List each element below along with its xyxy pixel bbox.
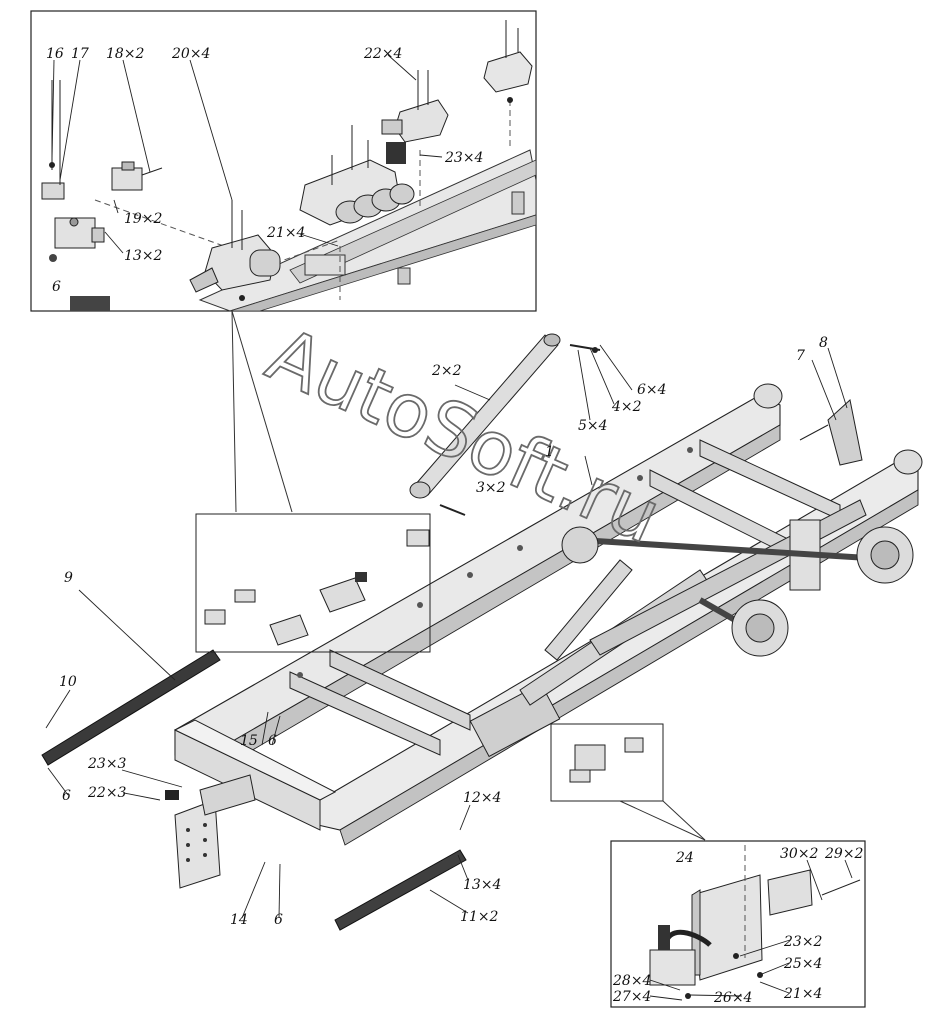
callout-10: 10 <box>59 674 77 690</box>
watermark: AutoSoft.ru <box>254 311 673 562</box>
rod-11 <box>334 849 467 931</box>
callout-8: 8 <box>819 335 828 351</box>
inset-valve-block <box>30 10 537 312</box>
callout-23x4: 23×4 <box>444 150 483 166</box>
callout-19x2: 19×2 <box>124 211 163 227</box>
callout-12x4: 12×4 <box>463 790 501 806</box>
callout-2x2: 2×2 <box>431 363 462 379</box>
callout-17: 17 <box>71 46 89 62</box>
callout-28x4: 28×4 <box>612 973 651 989</box>
callout-20x4: 20×4 <box>171 46 210 62</box>
callout-29x2: 29×2 <box>824 846 864 862</box>
callout-6-bottom: 6 <box>274 912 283 928</box>
callout-1: 1 <box>545 444 554 460</box>
callout-7: 7 <box>796 348 805 364</box>
callout-9: 9 <box>64 570 73 586</box>
callout-labels: 1 2×2 3×2 4×2 5×4 6×4 7 8 9 10 6 15 6 23… <box>59 335 828 928</box>
callout-21x4-inset: 21×4 <box>783 986 822 1002</box>
callout-30x2: 30×2 <box>780 846 819 862</box>
inset-battery-labels: 24 30×2 29×2 23×2 25×4 21×4 28×4 27×4 26… <box>612 846 864 1006</box>
callout-27x4: 27×4 <box>612 989 651 1005</box>
callout-18x2: 18×2 <box>106 46 145 62</box>
callout-3x2: 3×2 <box>476 480 506 496</box>
callout-6-inset: 6 <box>52 279 61 295</box>
callout-11x2: 11×2 <box>460 909 499 925</box>
inset-battery-box <box>610 840 866 1008</box>
callout-22x3: 22×3 <box>87 785 127 801</box>
callout-22x4: 22×4 <box>363 46 402 62</box>
callout-24: 24 <box>675 850 694 866</box>
inset-marker-valves <box>195 513 431 653</box>
callout-6-mid: 6 <box>268 733 277 749</box>
callout-23x2: 23×2 <box>783 934 823 950</box>
callout-23x3: 23×3 <box>87 756 127 772</box>
callout-6-left: 6 <box>62 788 71 804</box>
callout-15: 15 <box>240 733 258 749</box>
rod-9 <box>41 649 221 766</box>
callout-21x4: 21×4 <box>266 225 305 241</box>
callout-14: 14 <box>230 912 248 928</box>
inset-valve-labels: 16 17 18×2 20×4 22×4 23×4 21×4 19×2 13×2… <box>46 46 483 295</box>
hydraulic-cylinder <box>409 333 633 661</box>
mudflap <box>827 399 863 466</box>
callout-5x4: 5×4 <box>578 418 608 434</box>
callout-25x4: 25×4 <box>783 956 822 972</box>
callout-16: 16 <box>46 46 64 62</box>
watermark-text: AutoSoft.ru <box>255 312 672 561</box>
callout-6x4: 6×4 <box>637 382 667 398</box>
callout-4x2: 4×2 <box>611 399 642 415</box>
inset-marker-battery <box>550 723 664 802</box>
leader-lines <box>45 54 853 1001</box>
callout-13x4: 13×4 <box>463 877 501 893</box>
callout-26x4: 26×4 <box>713 990 752 1006</box>
callout-13x2: 13×2 <box>124 248 163 264</box>
axle-assembly <box>561 526 914 657</box>
